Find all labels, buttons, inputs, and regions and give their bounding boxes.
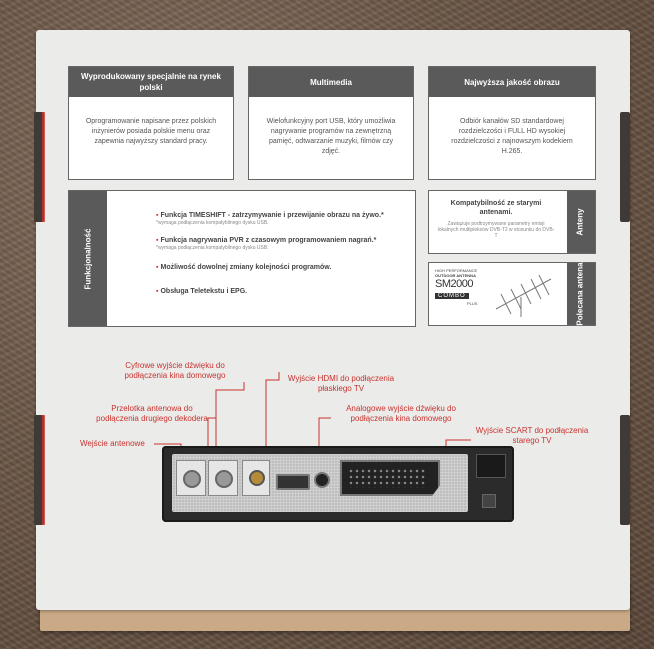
bullet-icon: ▪ (156, 212, 159, 219)
audio-jack (314, 472, 330, 488)
feature-note: *wymaga podłączenia kompatybilnego dysku… (156, 220, 269, 226)
card-title: Najwyższa jakość obrazu (429, 67, 595, 97)
feature-text: Możliwość dowolnej zmiany kolejności pro… (160, 264, 332, 271)
features-tab: Funkcjonalność (69, 191, 107, 326)
features-tab-label: Funkcjonalność (83, 228, 92, 289)
right-flap-top (620, 112, 630, 222)
callout-hdmi: Wyjście HDMI do podłączenia płaskiego TV (287, 374, 395, 393)
antenna-compat-panel: Kompatybilność ze starymi antenami. Zawi… (428, 190, 596, 254)
antenna-combo: COMBO (435, 293, 469, 299)
recommended-antenna-panel: HIGH PERFORMANCE OUTDOOR ANTENNA SM2000 … (428, 262, 596, 326)
features-panel: Funkcjonalność (68, 190, 416, 327)
bullet-icon: ▪ (156, 237, 159, 244)
card-title: Wyprodukowany specjalnie na rynek polski (69, 67, 233, 97)
antenna-plus: PLUS (467, 301, 478, 306)
product-box: Wyprodukowany specjalnie na rynek polski… (34, 30, 630, 610)
power-switch (482, 494, 496, 508)
callout-antenna-loop: Przelotka antenowa do podłączenia drugie… (96, 404, 208, 423)
antenna-tab: Anteny (567, 191, 595, 253)
callout-antenna-input: Wejście antenowe (80, 439, 145, 448)
antenna-model: SM2000 (435, 278, 473, 290)
receiver-device (162, 446, 514, 522)
right-flap-bottom (620, 415, 630, 525)
callout-scart: Wyjście SCART do podłączenia starego TV (475, 426, 589, 445)
card-image-quality: Najwyższa jakość obrazu Odbiór kanałów S… (428, 66, 596, 180)
feature-item: ▪Funkcja nagrywania PVR z czasowym progr… (156, 236, 376, 252)
card-body: Wielofunkcyjny port USB, który umożliwia… (266, 118, 396, 155)
feature-text: Obsługa Teletekstu i EPG. (160, 288, 248, 295)
feature-item: ▪Możliwość dowolnej zmiany kolejności pr… (156, 263, 331, 272)
card-multimedia: Multimedia Wielofunkcyjny port USB, któr… (248, 66, 414, 180)
bullet-icon: ▪ (156, 264, 159, 271)
left-flap-bottom (34, 415, 45, 525)
hdmi-port (276, 474, 310, 490)
card-body: Oprogramowanie napisane przez polskich i… (85, 118, 217, 145)
receiver-back-panel (172, 454, 468, 512)
callout-digital-audio: Cyfrowe wyjście dźwięku do podłączenia k… (124, 361, 226, 380)
left-flap-top (34, 112, 45, 222)
feature-text: Funkcja TIMESHIFT - zatrzymywanie i prze… (160, 212, 384, 219)
coaxial-port (242, 460, 270, 496)
antenna-icon (495, 274, 552, 317)
scart-port (340, 460, 440, 496)
feature-item: ▪Obsługa Teletekstu i EPG. (156, 287, 247, 296)
rf-loop-port (176, 460, 206, 496)
power-socket (476, 454, 506, 478)
antenna-tab-label: Anteny (576, 208, 585, 236)
feature-note: *wymaga podłączenia kompatybilnego dysku… (156, 245, 269, 251)
callout-analog-audio: Analogowe wyjście dźwięku do podłączenia… (346, 404, 456, 423)
feature-item: ▪Funkcja TIMESHIFT - zatrzymywanie i prz… (156, 211, 384, 227)
antenna-compat-note: Zawiązuje podtrzymywane parametry emisji… (437, 221, 555, 239)
card-polish-market: Wyprodukowany specjalnie na rynek polski… (68, 66, 234, 180)
card-title: Multimedia (249, 67, 413, 97)
antenna-brand-line1: HIGH PERFORMANCE (435, 268, 478, 273)
card-body: Odbiór kanałów SD standardowej rozdzielc… (451, 118, 573, 155)
bullet-icon: ▪ (156, 288, 159, 295)
recommended-tab-label: Polecana antena (576, 262, 586, 326)
antenna-compat-title: Kompatybilność ze starymi antenami. (450, 200, 542, 216)
feature-text: Funkcja nagrywania PVR z czasowym progra… (160, 237, 377, 244)
rf-in-port (208, 460, 238, 496)
antenna-brand-line2: OUTDOOR ANTENNA (435, 273, 476, 278)
recommended-tab: Polecana antena (567, 262, 595, 326)
